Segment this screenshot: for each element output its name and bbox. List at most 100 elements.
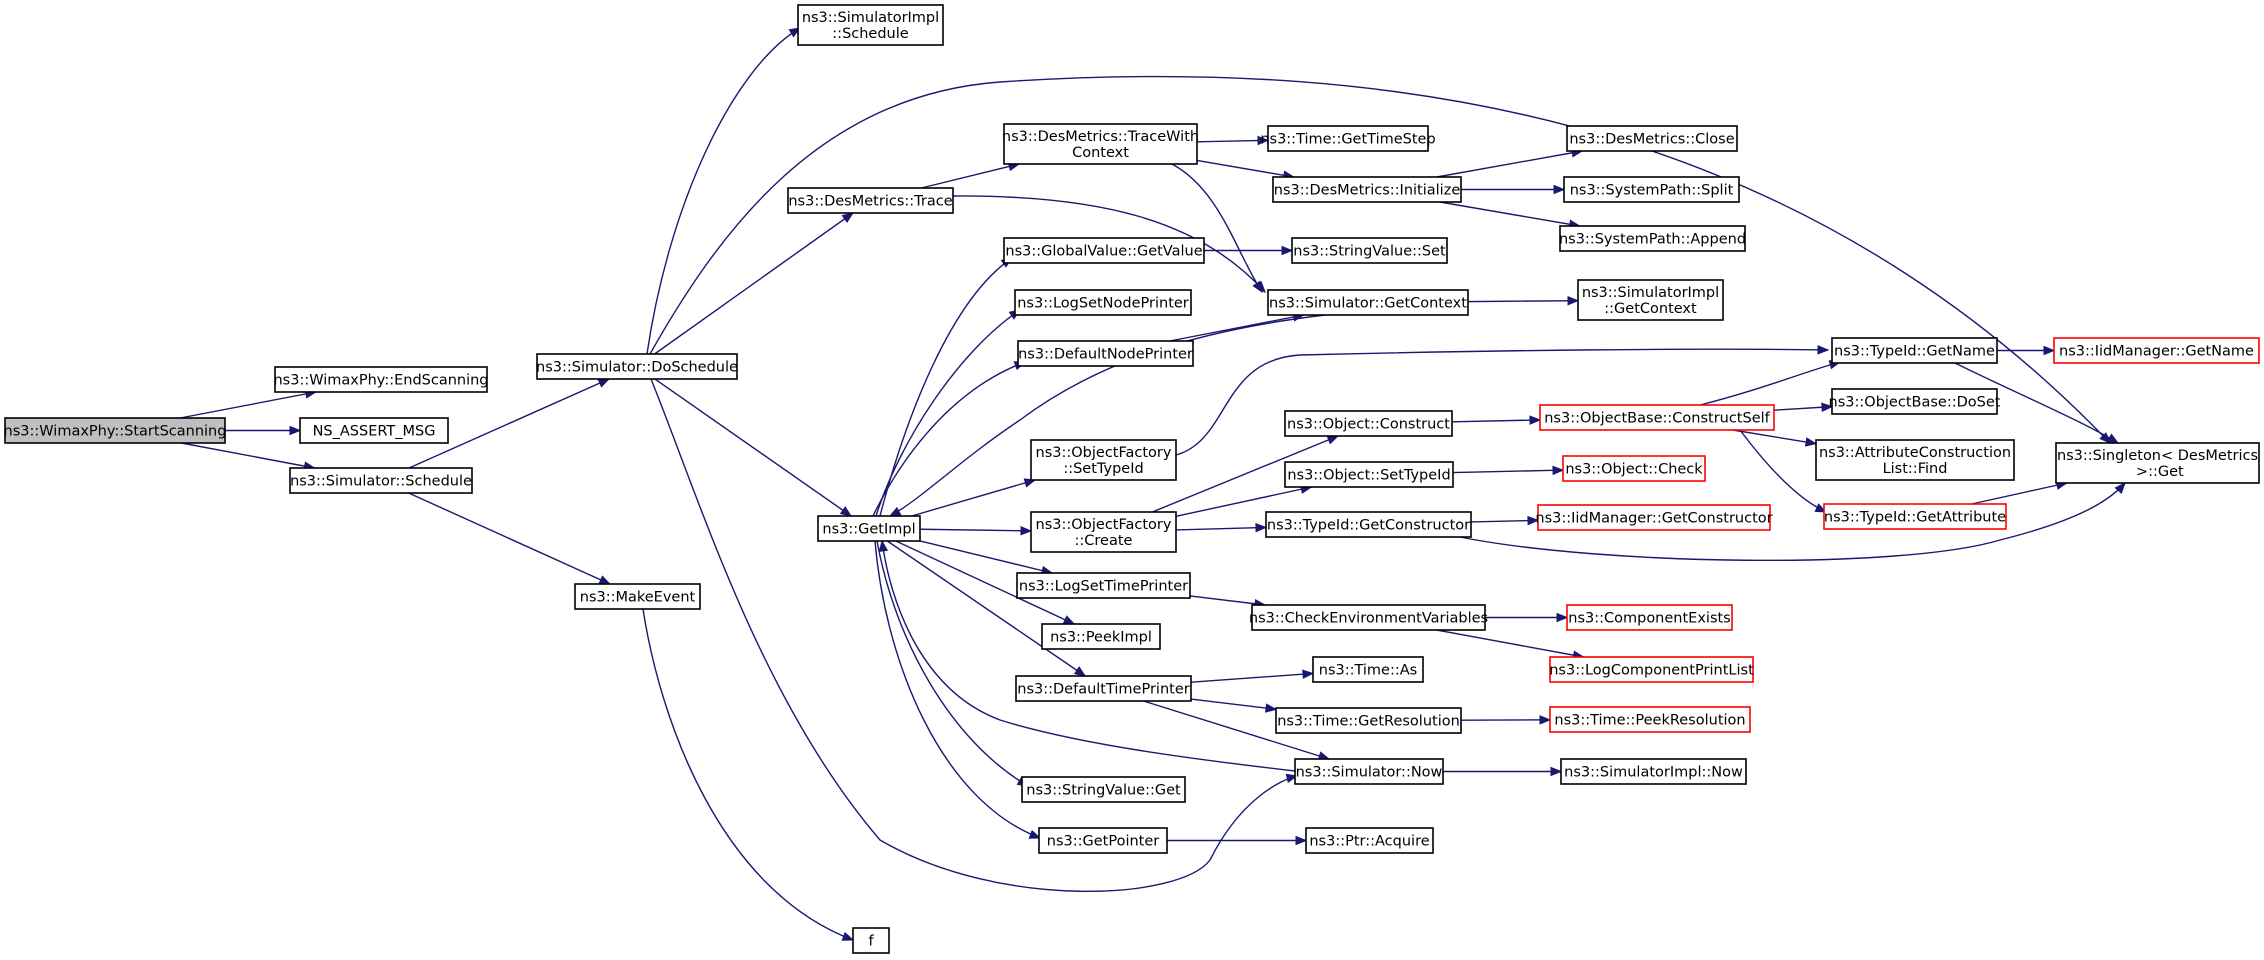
edge-simulator-schedule-to-make-event xyxy=(408,492,612,585)
node-label: ns3::TypeId::GetAttribute xyxy=(1824,510,2006,526)
edge-default-node-printer-to-simulator-getcontext xyxy=(1169,312,1305,342)
edge-get-impl-to-globalvalue-getvalue xyxy=(879,257,1014,517)
edge-objfactory-create-to-typeid-getconstructor xyxy=(1175,522,1268,533)
node-simimpl-schedule[interactable]: ns3::SimulatorImpl::Schedule xyxy=(797,4,944,46)
node-box xyxy=(1815,439,2015,481)
node-time-peekresolution[interactable]: ns3::Time::PeekResolution xyxy=(1549,706,1751,733)
node-objfactory-create[interactable]: ns3::ObjectFactory::Create xyxy=(1030,511,1177,553)
node-desmetrics-initialize[interactable]: ns3::DesMetrics::Initialize xyxy=(1272,176,1462,203)
node-typeid-getattribute[interactable]: ns3::TypeId::GetAttribute xyxy=(1823,503,2007,530)
node-ptr-acquire[interactable]: ns3::Ptr::Acquire xyxy=(1305,827,1434,854)
node-make-event[interactable]: ns3::MakeEvent xyxy=(574,583,701,610)
node-label: ns3::Simulator::Now xyxy=(1296,765,1443,781)
edge-check-env-vars-to-component-exists xyxy=(1485,612,1569,623)
node-desmetrics-trace[interactable]: ns3::DesMetrics::Trace xyxy=(787,187,954,214)
node-label: ::Create xyxy=(1075,533,1133,549)
node-time-as[interactable]: ns3::Time::As xyxy=(1312,656,1424,683)
node-box xyxy=(1017,340,1194,367)
node-object-check[interactable]: ns3::Object::Check xyxy=(1562,455,1706,482)
node-box xyxy=(1267,289,1469,316)
node-start-scanning[interactable]: ns3::WimaxPhy::StartScanning xyxy=(4,417,227,444)
node-label: ns3::Object::Construct xyxy=(1287,417,1450,433)
node-box xyxy=(1030,511,1177,553)
node-default-time-printer[interactable]: ns3::DefaultTimePrinter xyxy=(1015,675,1192,702)
node-default-node-printer[interactable]: ns3::DefaultNodePrinter xyxy=(1017,340,1194,367)
edge-get-impl-to-peek-impl xyxy=(895,540,1076,625)
edge-start-scanning-to-ns-assert-msg xyxy=(225,425,302,436)
node-get-impl[interactable]: ns3::GetImpl xyxy=(817,515,921,542)
node-check-env-vars[interactable]: ns3::CheckEnvironmentVariables xyxy=(1249,604,1488,631)
node-label: List::Find xyxy=(1883,461,1948,477)
node-object-settypeid[interactable]: ns3::Object::SetTypeId xyxy=(1284,461,1454,488)
node-box xyxy=(1312,656,1424,683)
node-ns-assert-msg[interactable]: NS_ASSERT_MSG xyxy=(299,417,449,444)
edge-objectbase-constructself-to-typeid-getname xyxy=(1699,360,1842,406)
node-simimpl-now[interactable]: ns3::SimulatorImpl::Now xyxy=(1560,758,1747,785)
edge-objectbase-constructself-to-objectbase-doset xyxy=(1773,402,1834,413)
node-box xyxy=(1559,225,1746,252)
node-box xyxy=(1003,237,1205,264)
node-end-scanning[interactable]: ns3::WimaxPhy::EndScanning xyxy=(273,366,489,393)
node-time-gettimestep[interactable]: ns3::Time::GetTimeStep xyxy=(1260,125,1436,152)
edge-get-impl-to-log-set-node-printer xyxy=(875,309,1022,517)
node-peek-impl[interactable]: ns3::PeekImpl xyxy=(1041,623,1161,650)
node-label: ns3::Singleton< DesMetrics xyxy=(2057,448,2258,464)
node-box xyxy=(299,417,449,444)
node-objectbase-doset[interactable]: ns3::ObjectBase::DoSet xyxy=(1829,388,2001,415)
node-iidmanager-getconstructor[interactable]: ns3::IidManager::GetConstructor xyxy=(1535,504,1773,531)
node-simulator-now[interactable]: ns3::Simulator::Now xyxy=(1294,758,1444,785)
edge-check-env-vars-to-log-component-print-list xyxy=(1436,629,1585,660)
node-label: NS_ASSERT_MSG xyxy=(313,424,436,440)
node-log-component-print-list[interactable]: ns3::LogComponentPrintList xyxy=(1549,656,1754,683)
edge-trace-with-context-to-time-gettimestep xyxy=(1196,135,1270,146)
node-box xyxy=(1577,279,1724,321)
node-get-pointer[interactable]: ns3::GetPointer xyxy=(1038,827,1168,854)
node-simimpl-getcontext[interactable]: ns3::SimulatorImpl::GetContext xyxy=(1577,279,1724,321)
edge-default-time-printer-to-time-as xyxy=(1190,669,1315,683)
node-typeid-getconstructor[interactable]: ns3::TypeId::GetConstructor xyxy=(1265,511,1472,538)
node-label: ns3::Object::Check xyxy=(1565,462,1703,478)
node-box xyxy=(1566,125,1738,152)
node-box xyxy=(1537,504,1771,531)
node-label: ns3::Simulator::DoSchedule xyxy=(536,360,738,376)
edge-get-impl-to-default-time-printer xyxy=(886,540,1087,677)
node-time-getresolution[interactable]: ns3::Time::GetResolution xyxy=(1275,707,1462,734)
node-typeid-getname[interactable]: ns3::TypeId::GetName xyxy=(1831,337,1998,364)
node-label: ns3::IidManager::GetName xyxy=(2059,344,2254,360)
node-label: ns3::DesMetrics::Initialize xyxy=(1274,183,1461,199)
node-simulator-schedule[interactable]: ns3::Simulator::Schedule xyxy=(289,467,473,494)
node-log-set-node-printer[interactable]: ns3::LogSetNodePrinter xyxy=(1014,289,1192,316)
edge-get-impl-to-default-node-printer xyxy=(872,361,1027,517)
node-object-construct[interactable]: ns3::Object::Construct xyxy=(1284,410,1453,437)
node-desmetrics-close[interactable]: ns3::DesMetrics::Close xyxy=(1566,125,1738,152)
node-label: f xyxy=(868,934,874,950)
node-do-schedule[interactable]: ns3::Simulator::DoSchedule xyxy=(536,353,738,380)
node-singleton-get[interactable]: ns3::Singleton< DesMetrics >::Get xyxy=(2055,442,2260,484)
node-systempath-append[interactable]: ns3::SystemPath::Append xyxy=(1559,225,1746,252)
node-objfactory-settypeid[interactable]: ns3::ObjectFactory::SetTypeId xyxy=(1030,439,1177,481)
node-globalvalue-getvalue[interactable]: ns3::GlobalValue::GetValue xyxy=(1003,237,1205,264)
node-iidmanager-getname[interactable]: ns3::IidManager::GetName xyxy=(2053,337,2260,364)
node-label: ns3::ObjectBase::DoSet xyxy=(1829,395,2001,411)
node-label: ns3::ComponentExists xyxy=(1568,611,1731,627)
node-simulator-getcontext[interactable]: ns3::Simulator::GetContext xyxy=(1267,289,1469,316)
node-label: ns3::Time::GetTimeStep xyxy=(1260,132,1435,148)
edge-desmetrics-initialize-to-desmetrics-close xyxy=(1436,148,1584,178)
node-objectbase-constructself[interactable]: ns3::ObjectBase::ConstructSelf xyxy=(1539,404,1775,431)
node-label: ns3::StringValue::Get xyxy=(1026,783,1181,799)
node-stringvalue-set[interactable]: ns3::StringValue::Set xyxy=(1291,237,1448,264)
edge-globalvalue-getvalue-to-stringvalue-set xyxy=(1204,245,1294,256)
node-component-exists[interactable]: ns3::ComponentExists xyxy=(1566,604,1733,631)
node-box xyxy=(1003,123,1198,165)
node-systempath-split[interactable]: ns3::SystemPath::Split xyxy=(1563,176,1740,203)
edge-desmetrics-trace-to-trace-with-context xyxy=(921,161,1021,189)
edge-simulator-getcontext-to-simimpl-getcontext xyxy=(1467,295,1580,306)
node-box xyxy=(1251,604,1486,631)
node-f[interactable]: f xyxy=(852,927,890,954)
node-log-set-time-printer[interactable]: ns3::LogSetTimePrinter xyxy=(1016,572,1191,599)
node-box xyxy=(1291,237,1448,264)
node-box xyxy=(1563,176,1740,203)
node-stringvalue-get[interactable]: ns3::StringValue::Get xyxy=(1021,776,1186,803)
